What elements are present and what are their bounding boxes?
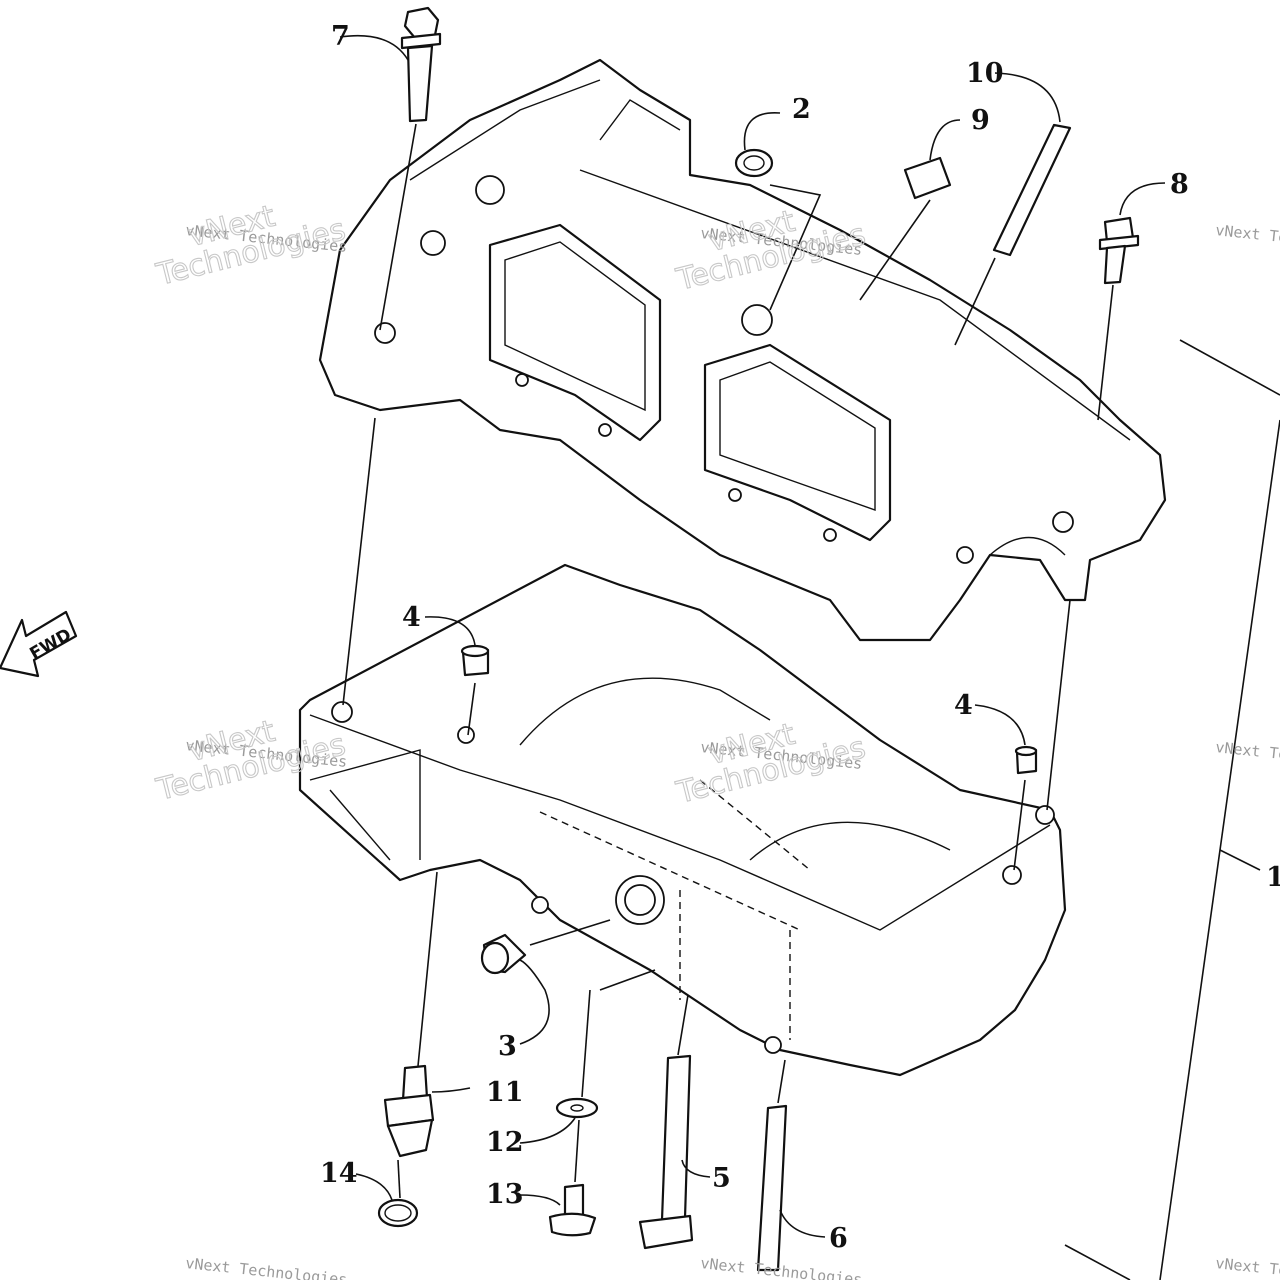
- dowel-9: [903, 156, 952, 200]
- upper-crankcase: [318, 58, 1167, 642]
- callout-2: 2: [792, 94, 811, 125]
- dowel-4-left: [460, 644, 490, 677]
- ring-2: [734, 148, 774, 178]
- sensor-11: [383, 1064, 435, 1158]
- bushing-3: [480, 933, 527, 975]
- watermark-mid-right: vNext Technologies: [1215, 738, 1280, 773]
- callout-1: 1: [1266, 862, 1280, 893]
- callout-13: 13: [486, 1179, 524, 1210]
- callout-3: 3: [498, 1031, 517, 1062]
- callout-10: 10: [966, 58, 1004, 89]
- bolt-7: [400, 6, 442, 123]
- callouts: 1 2 3 4 4 5 6 7 8 9 10 11 12 13 14: [320, 21, 1280, 1254]
- washer-12: [555, 1097, 599, 1119]
- leader-lines: [339, 34, 1280, 1280]
- callout-4-right: 4: [954, 690, 973, 721]
- watermark-text: vNext Technologies: [185, 1254, 349, 1280]
- callout-14: 14: [320, 1158, 358, 1189]
- watermark-top-left-outline: vNext Technologies: [152, 198, 350, 293]
- callout-12: 12: [486, 1127, 524, 1158]
- callout-4-left: 4: [402, 602, 421, 633]
- watermark-text: vNext Technologies: [1215, 738, 1280, 773]
- stud-10: [992, 123, 1072, 257]
- bolt-8: [1098, 216, 1140, 285]
- callout-11: 11: [486, 1077, 524, 1108]
- o-ring-14: [377, 1198, 419, 1228]
- dowel-4-right: [1014, 745, 1038, 775]
- screw-13: [548, 1183, 597, 1237]
- callout-6: 6: [829, 1223, 848, 1254]
- bolt-5: [638, 1054, 694, 1250]
- watermark-top-right: vNext Technologies: [1215, 221, 1280, 256]
- stud-6: [756, 1104, 788, 1272]
- lower-crankcase: [298, 563, 1067, 1077]
- watermark-text: vNext Technologies: [1215, 221, 1280, 256]
- watermark-text: vNext Technologies: [1215, 1254, 1280, 1280]
- callout-7: 7: [331, 21, 350, 52]
- watermark-bottom-left: vNext Technologies: [185, 1254, 349, 1280]
- forward-direction-arrow: FWD: [0, 610, 78, 678]
- watermark-text: vNext Technologies: [700, 1254, 864, 1280]
- watermark-bottom-center: vNext Technologies: [700, 1254, 864, 1280]
- callout-9: 9: [971, 105, 990, 136]
- callout-5: 5: [712, 1163, 731, 1194]
- callout-8: 8: [1170, 169, 1189, 200]
- watermark-bottom-right: vNext Technologies: [1215, 1254, 1280, 1280]
